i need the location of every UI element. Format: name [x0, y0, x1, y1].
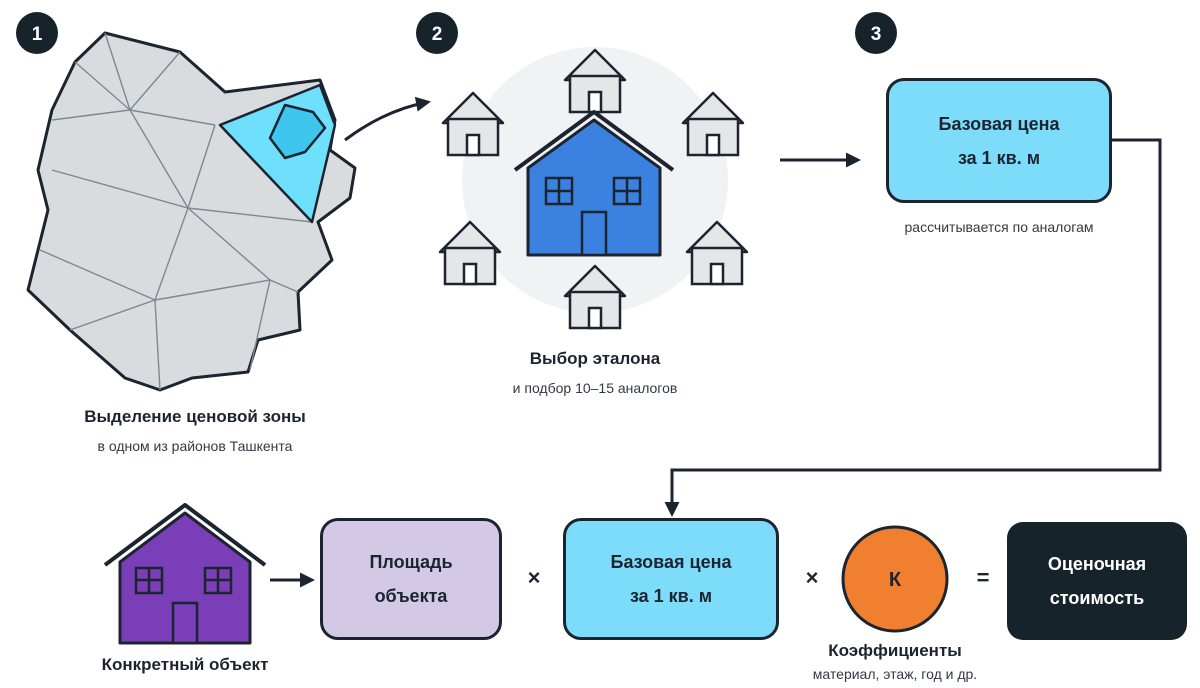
svg-text:2: 2 [432, 24, 443, 45]
equals-sign: = [976, 565, 990, 590]
object-house-icon [103, 503, 267, 645]
area-line2: объекта [374, 586, 448, 606]
svg-text:1: 1 [32, 24, 43, 45]
result-line2: стоимость [1049, 588, 1145, 608]
formula-base-price-box: Базовая цена за 1 кв. м [563, 518, 779, 640]
area-line1: Площадь [369, 552, 453, 572]
svg-text:3: 3 [871, 24, 882, 45]
object-label: Конкретный объект [101, 655, 269, 674]
reference-house-icon [513, 110, 675, 257]
svg-text:К: К [889, 569, 902, 591]
step-badge-3: 3 [855, 12, 897, 54]
base-price-box: Базовая цена за 1 кв. м [886, 78, 1112, 203]
formula-price-line2: за 1 кв. м [629, 586, 713, 606]
multiply-sign: × [527, 565, 541, 590]
base-price-line1: Базовая цена [938, 113, 1060, 134]
step-badge-1: 1 [16, 12, 58, 54]
formula-price-line1: Базовая цена [610, 552, 732, 572]
result-line1: Оценочная [1047, 554, 1147, 574]
area-box: Площадь объекта [320, 518, 502, 640]
coefficient-circle: К [841, 525, 949, 633]
step2-subtitle: и подбор 10–15 аналогов [512, 380, 678, 396]
map-zone-icon [26, 31, 357, 392]
result-box: Оценочная стоимость [1007, 522, 1187, 640]
coef-title: Коэффициенты [828, 641, 962, 660]
base-price-note: рассчитывается по аналогам [904, 219, 1094, 235]
arrow-icon [344, 96, 431, 142]
step1-title: Выделение ценовой зоны [84, 407, 306, 426]
multiply-sign: × [805, 565, 819, 590]
step1-subtitle: в одном из районов Ташкента [97, 438, 293, 454]
coef-subtitle: материал, этаж, год и др. [812, 666, 978, 682]
connector-arrow [664, 138, 1162, 517]
step-badge-2: 2 [416, 12, 458, 54]
step2-title: Выбор эталона [529, 349, 661, 368]
base-price-line2: за 1 кв. м [957, 147, 1041, 168]
